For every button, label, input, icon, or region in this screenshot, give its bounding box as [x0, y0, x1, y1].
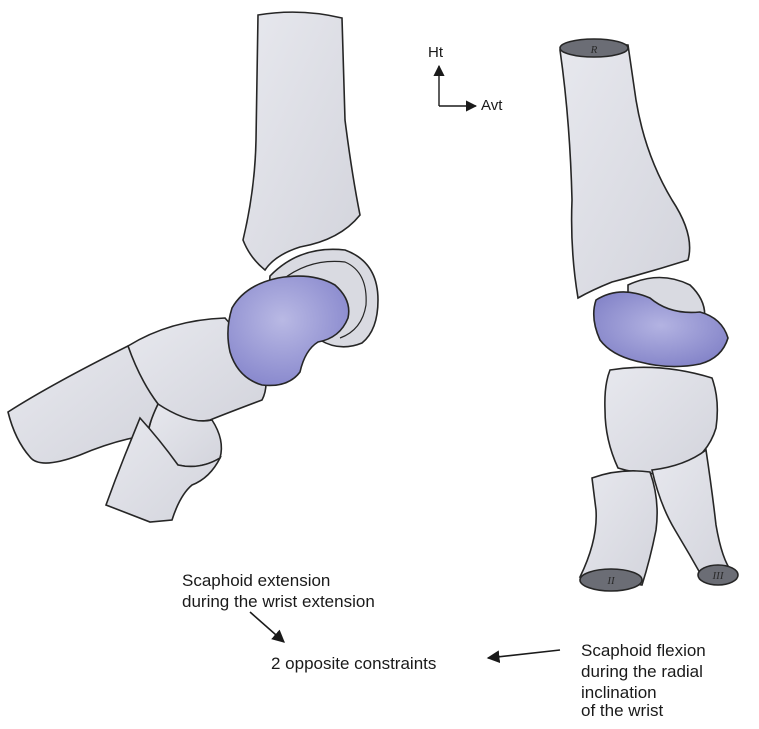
- extension-caption-line2: during the wrist extension: [182, 591, 375, 612]
- flexion-caption-line4: of the wrist: [581, 700, 663, 721]
- orientation-axes: [439, 66, 476, 106]
- extension-caption-line1: Scaphoid extension: [182, 570, 330, 591]
- metacarpal-right-mark: III: [712, 570, 725, 582]
- axis-right-label: Avt: [481, 97, 502, 114]
- axis-up-label: Ht: [428, 44, 443, 61]
- extension-arrow: [250, 612, 284, 642]
- left-radius-bone: [243, 12, 360, 270]
- left-scaphoid-bone: [228, 276, 349, 385]
- constraints-caption: 2 opposite constraints: [271, 653, 436, 674]
- right-wrist-frontal-view: [560, 39, 738, 591]
- right-radius-bone: [560, 44, 690, 298]
- radius-top-mark: R: [590, 44, 598, 56]
- flexion-caption-line1: Scaphoid flexion: [581, 640, 706, 661]
- left-wrist-lateral-view: [8, 12, 378, 522]
- flexion-caption-line2: during the radial: [581, 661, 703, 682]
- right-metacarpal-left: [580, 471, 657, 585]
- right-metacarpal-right: [652, 450, 732, 580]
- flexion-arrow: [488, 650, 560, 658]
- metacarpal-left-mark: II: [606, 575, 616, 587]
